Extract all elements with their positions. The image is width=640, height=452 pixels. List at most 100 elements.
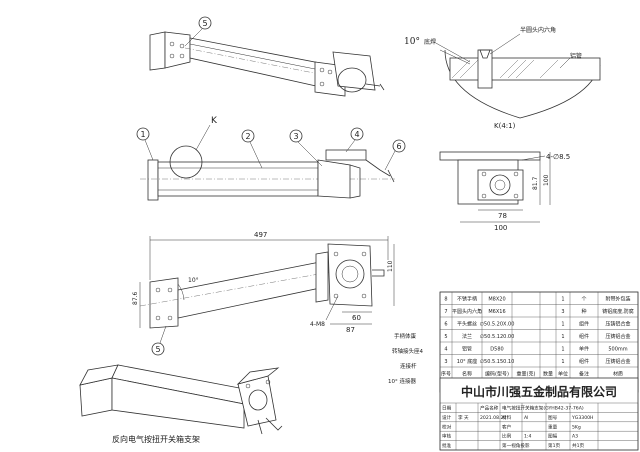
balloon-2: 2 (245, 132, 250, 141)
bom-header-cell: 序号 (441, 371, 451, 378)
bom-cell: M6X16 (488, 309, 505, 315)
bom-cell: 不锈手柄 (457, 296, 477, 303)
title-cell: 1:4 (524, 434, 531, 440)
plan-view-arm: 497 87.6 10° 110 60 87 4-M8 5 (132, 231, 395, 356)
bom-cell: 法兰 (462, 333, 472, 340)
company-name: 中山市川强五金制品有限公司 (461, 384, 617, 399)
dim-w2: 100 (494, 224, 507, 232)
bom-cell: 1 (561, 297, 564, 303)
title-cell: 第一视角投影 (502, 442, 530, 449)
dim-right: 110 (387, 260, 394, 272)
bom-table: 8 不锈手柄 M8X20 1 个 附带外包装 7 平圆头内六角 M6X16 3 种 铸铝底度,防腐 6 平… (439, 291, 639, 393)
bom-cell: 附带外包装 (605, 296, 630, 303)
dim-angle: 10° (188, 277, 199, 284)
dim-bottom2: 87 (346, 326, 355, 334)
title-cell: 第1页 (548, 442, 561, 449)
title-cell: A3 (572, 434, 578, 440)
side-label-1: 手柄体蛋 (394, 332, 417, 340)
bom-cell: 压铸铝合金 (605, 333, 630, 340)
detail-scale-label: K(4:1) (494, 122, 516, 130)
bom-cell: 单件 (579, 346, 589, 353)
bom-cell: 4 (444, 347, 447, 353)
detail-angle-label: 10° (404, 37, 420, 47)
bom-cell: 个 (581, 297, 586, 303)
bom-cell: 铸铝底度,防腐 (602, 308, 634, 315)
bom-cell: 8 (444, 297, 447, 303)
bom-cell: 组件 (579, 333, 589, 340)
title-cell: 电气按扭开关箱支架(GYHB42-37-76A) (502, 405, 584, 412)
bom-cell: 平圆头内六角 (452, 308, 482, 315)
bom-cell: 500mm (608, 347, 627, 353)
title-cell: 产品名称 (480, 405, 499, 412)
bom-cell: D580 (490, 347, 503, 353)
bom-header-cell: 单位 (558, 371, 568, 378)
title-cell: 重量 (548, 423, 558, 430)
detail-tube-label: 铝管 (570, 52, 582, 60)
side-labels: 手柄体蛋 转轴接头座4 连接杆 10° 连接器 (388, 332, 424, 385)
title-cell: 材料 (502, 414, 512, 421)
side-label-4: 10° 连接器 (388, 377, 416, 385)
bom-cell: 3 (561, 309, 564, 315)
bom-cell: 1 (561, 359, 564, 365)
balloon-1: 1 (140, 130, 145, 139)
title-cell: 2021.08.20 (480, 415, 506, 421)
bom-cell: 种 (581, 308, 586, 315)
dim-length: 497 (254, 231, 267, 239)
title-cell: 图幅 (548, 433, 558, 440)
side-view-arm: 1 K 2 3 4 6 (136, 116, 406, 201)
dim-hole-label: 4-∅8.5 (546, 153, 570, 161)
end-view: 4-∅8.5 78 100 81.7 100 (439, 151, 570, 232)
bom-cell: ∅50.5.120.00 (480, 334, 515, 340)
bom-cell: 1 (561, 322, 564, 328)
side-label-3: 连接杆 (400, 362, 417, 370)
title-cell: 5Kg (572, 424, 581, 430)
bom-cell: 1 (561, 334, 564, 340)
bom-cell: 组件 (579, 358, 589, 365)
balloon-4: 4 (354, 130, 359, 139)
bom-cell: ∅50.5.150.10 (480, 359, 515, 365)
bom-header-cell: 编码(型号) (485, 371, 509, 378)
title-cell: 共1页 (572, 442, 585, 449)
side-label-2: 转轴接头座4 (392, 347, 424, 355)
title-cell: 设计 (442, 414, 452, 421)
title-block: 中山市川强五金制品有限公司 日期产品名称电气按扭开关箱支架(GYHB42-37-… (439, 377, 639, 451)
detail-hex-label: 半圆头内六角 (520, 26, 556, 34)
bom-cell: 3 (444, 359, 447, 365)
balloon-6: 6 (396, 142, 401, 151)
dim-bottom1: 60 (352, 314, 361, 322)
bom-header-cell: 材质 (613, 371, 623, 378)
title-cell: 客户 (502, 423, 511, 430)
dim-r-label: 4-M8 (310, 321, 325, 328)
title-cell: Al (524, 415, 528, 421)
balloon-5-top: 5 (202, 19, 207, 28)
title-cell: YG3300H (571, 415, 594, 421)
title-cell: 图号 (548, 415, 558, 421)
title-cell: 李 天 (458, 414, 469, 421)
bom-cell: 7 (444, 309, 447, 315)
balloon-5-bottom: 5 (155, 345, 160, 354)
title-cell: 校对 (442, 423, 452, 430)
caption: 反向电气按扭开关箱支架 (112, 434, 200, 444)
bom-header-cell: 重量(克) (517, 371, 536, 378)
dim-h2: 100 (543, 174, 550, 186)
bom-cell: ∅50.5.20X.00 (480, 322, 515, 328)
balloon-3: 3 (293, 132, 298, 141)
top-view-arm: 5 (149, 16, 385, 97)
bom-cell: 6 (444, 322, 447, 328)
bom-cell: 组件 (579, 321, 589, 328)
isometric-view: 反向电气按扭开关箱支架 (79, 364, 283, 444)
detail-weld-label: 底焊 (424, 38, 436, 46)
title-cell: 比例 (502, 433, 512, 440)
bom-header-cell: 名称 (462, 371, 472, 378)
bom-cell: 铝管 (462, 346, 472, 353)
dim-h1: 81.7 (532, 176, 539, 190)
dim-left: 87.6 (132, 291, 139, 305)
bom-header-cell: 数量 (543, 371, 553, 378)
bom-cell: 1 (561, 347, 564, 353)
bom-header-cell: 备注 (579, 371, 589, 378)
bom-cell: 平头螺丝 (457, 321, 477, 328)
bom-cell: 10° 底座 (457, 358, 477, 365)
bom-cell: M8X20 (488, 297, 505, 303)
